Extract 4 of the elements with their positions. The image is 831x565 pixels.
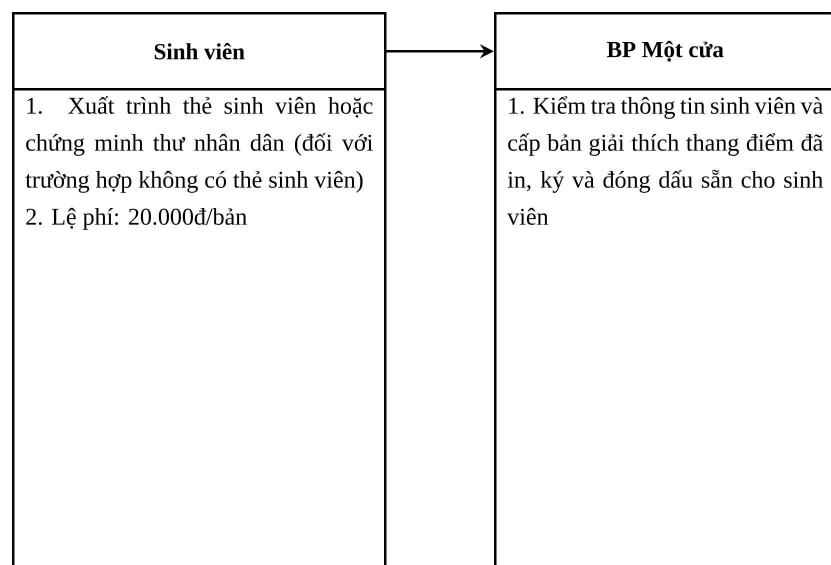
header-box: Sinh viên [12,12,386,90]
header-box: BP Một cửa [494,12,831,90]
content-box: 1. Xuất trình thẻ sinh viên hoặc chứng minh thư nhân dân (đối với trường hợp không có thẻ sinh viên) 2. Lệ phí: 20.000đ/bản [12,88,386,565]
content-box: 1. Kiểm tra thông tin sinh viên và cấp bản giải thích thang điểm đã in, ký và đóng dấu sẵn cho sinh viên [494,88,831,565]
